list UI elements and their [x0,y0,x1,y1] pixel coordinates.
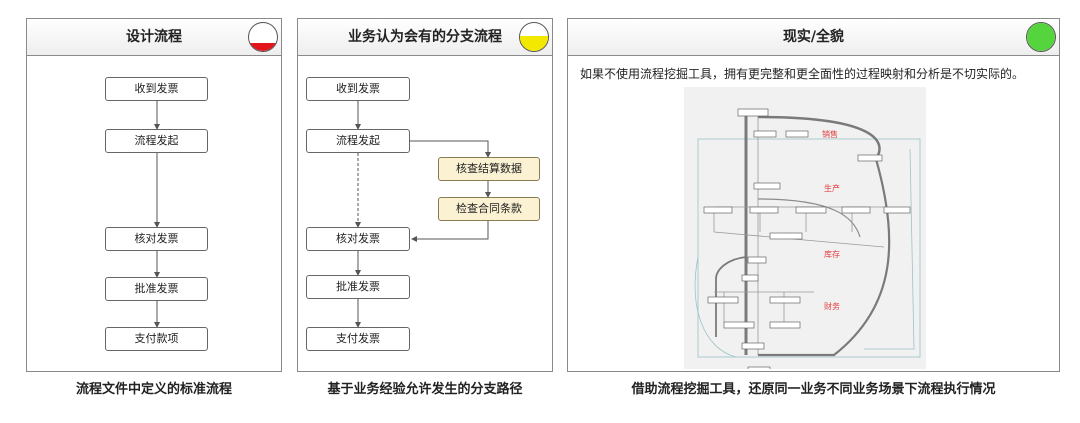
step-pay-invoice: 支付发票 [306,327,410,351]
caption-branch-process: 基于业务经验允许发生的分支路径 [327,382,523,397]
step-initiate-process: 流程发起 [306,129,410,153]
flow-connectors [154,101,160,328]
stage-label-inventory: 库存 [824,250,840,259]
step-receive-invoice: 收到发票 [306,77,410,101]
panel-header: 业务认为会有的分支流程 [298,19,552,56]
process-map-icon [694,108,921,369]
step-receive-invoice: 收到发票 [105,77,208,101]
panel-title: 现实/全貌 [782,29,845,45]
status-indicator-icon [1026,22,1056,52]
step-approve-invoice: 批准发票 [105,277,208,301]
panel-title: 业务认为会有的分支流程 [348,29,502,45]
branch-check-contract-terms: 检查合同条款 [438,197,540,221]
panel-header: 现实/全貌 [568,19,1059,56]
stage-label-finance: 财务 [824,302,840,311]
step-verify-invoice: 核对发票 [105,227,208,251]
branch-process-panel: 业务认为会有的分支流程 收到发票 流程发起 核对发票 批准发票 支付发票 核查结… [297,18,553,372]
caption-reality: 借助流程挖掘工具，还原同一业务不同业务场景下流程执行情况 [631,382,996,397]
panel-header: 设计流程 [27,19,281,56]
step-initiate-process: 流程发起 [105,129,208,153]
reality-panel: 现实/全貌 如果不使用流程挖掘工具，拥有更完整和更全面性的过程映射和分析是不切实… [567,18,1060,372]
indicator-fill [1027,23,1055,51]
panel-title: 设计流程 [126,29,182,45]
step-pay-amount: 支付款项 [105,327,208,351]
indicator-fill [520,35,548,51]
indicator-fill [249,42,277,51]
caption-design-process: 流程文件中定义的标准流程 [75,382,232,397]
process-mining-graph: 销售 生产 库存 财务 [684,87,926,369]
step-verify-invoice: 核对发票 [306,227,410,251]
flow-connectors [355,101,491,328]
branch-check-settlement-data: 核查结算数据 [438,157,540,181]
stage-label-production: 生产 [824,184,840,193]
reality-description: 如果不使用流程挖掘工具，拥有更完整和更全面性的过程映射和分析是不切实际的。 [580,67,1025,81]
status-indicator-icon [248,22,278,52]
step-approve-invoice: 批准发票 [306,275,410,299]
status-indicator-icon [519,22,549,52]
stage-label-sales: 销售 [822,130,838,139]
design-process-panel: 设计流程 收到发票 流程发起 核对发票 批准发票 支付款项 [26,18,282,372]
